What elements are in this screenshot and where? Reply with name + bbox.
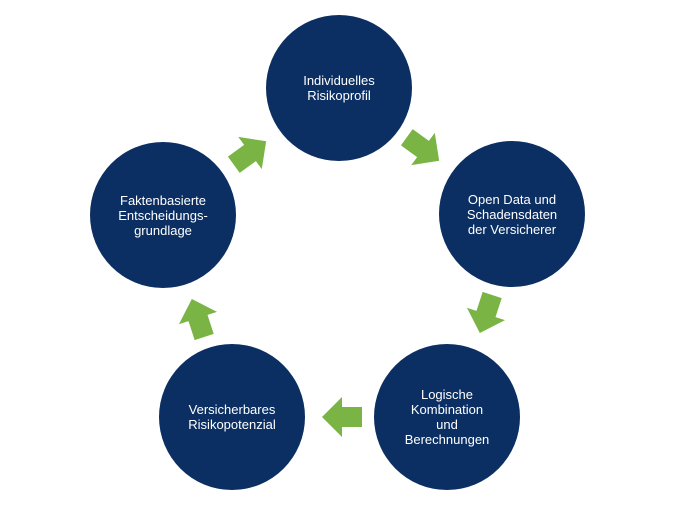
cycle-node-label: Individuelles Risikoprofil bbox=[303, 73, 375, 103]
arrow-right-icon bbox=[219, 122, 280, 183]
arrow-right-icon bbox=[320, 395, 364, 439]
cycle-node-label: Open Data und Schadensdaten der Versiche… bbox=[466, 191, 558, 237]
cycle-node-individuelles-risikoprofil: Individuelles Risikoprofil bbox=[266, 15, 412, 161]
arrow-right-icon bbox=[458, 286, 513, 341]
cycle-node-logische-kombination: Logische Kombination und Berechnungen bbox=[374, 344, 520, 490]
cycle-node-versicherbares-risikopotenzial: Versicherbares Risikopotenzial bbox=[159, 344, 305, 490]
arrow-right-icon bbox=[170, 290, 225, 345]
cycle-node-faktenbasierte-entscheidungsgrundlage: Faktenbasierte Entscheidungs- grundlage bbox=[90, 142, 236, 288]
cycle-node-open-data: Open Data und Schadensdaten der Versiche… bbox=[439, 141, 585, 287]
cycle-node-label: Logische Kombination und Berechnungen bbox=[404, 387, 490, 447]
cycle-node-label: Versicherbares Risikopotenzial bbox=[188, 402, 276, 432]
arrow-right-icon bbox=[392, 118, 453, 179]
cycle-node-label: Faktenbasierte Entscheidungs- grundlage bbox=[118, 192, 208, 238]
